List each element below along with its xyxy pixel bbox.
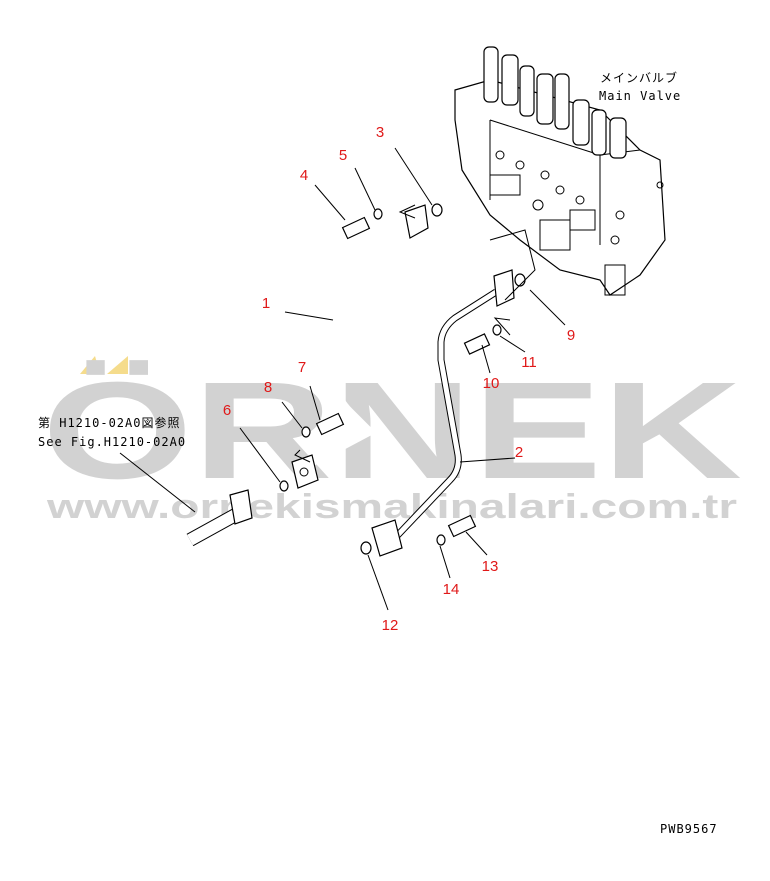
callout-4: 4 — [300, 167, 308, 184]
washer-8 — [301, 426, 311, 438]
watermark-accent-mark — [80, 356, 100, 374]
valve-spools — [483, 46, 627, 159]
callout-10: 10 — [483, 375, 500, 392]
drawing-code: PWB9567 — [660, 822, 718, 836]
see-fig-note-jp: 第 H1210-02A0図参照 — [38, 415, 180, 430]
callout-11: 11 — [521, 354, 537, 371]
flange — [291, 454, 319, 489]
callout-2: 2 — [515, 444, 523, 461]
small-parts — [279, 203, 526, 555]
main-valve — [454, 46, 666, 296]
callout-12: 12 — [382, 617, 399, 634]
o-ring-3 — [431, 203, 443, 217]
bolt-7 — [315, 412, 345, 436]
washer-11 — [492, 324, 502, 336]
callout-9: 9 — [567, 327, 575, 344]
watermark-accent-mark — [107, 356, 128, 374]
see-fig-note-en: See Fig.H1210-02A0 — [38, 435, 186, 449]
bolt-13 — [447, 514, 477, 538]
flange — [404, 204, 429, 239]
flange — [493, 269, 515, 307]
callout-5: 5 — [339, 147, 347, 164]
callout-13: 13 — [482, 558, 499, 575]
callout-1: 1 — [262, 295, 270, 312]
o-ring-9 — [514, 273, 526, 287]
tube-2 — [371, 269, 515, 557]
watermark-url: www.ornekismakinalari.com.tr — [46, 488, 737, 526]
main-valve-label-jp: メインバルブ — [600, 70, 678, 85]
watermark: ÖRNEK www.ornekismakinalari.com.tr — [42, 354, 742, 526]
washer-14 — [436, 534, 446, 546]
callout-14: 14 — [443, 581, 460, 598]
callout-7: 7 — [298, 359, 306, 376]
main-valve-label-en: Main Valve — [599, 89, 681, 103]
bolt-4 — [341, 216, 371, 240]
watermark-brand: ÖRNEK — [42, 354, 742, 508]
flange — [371, 519, 403, 557]
part-callouts: 1 2 3 4 5 6 7 8 9 10 11 12 13 14 — [223, 124, 575, 634]
callout-6: 6 — [223, 402, 231, 419]
callout-3: 3 — [376, 124, 384, 141]
tube-1 — [291, 204, 429, 489]
washer-5 — [373, 208, 383, 220]
bolt-10 — [463, 333, 491, 355]
leader-lines — [119, 147, 566, 611]
o-ring-12 — [360, 541, 372, 555]
o-ring-6 — [279, 480, 289, 492]
callout-8: 8 — [264, 379, 272, 396]
connecting-tube — [186, 489, 253, 547]
